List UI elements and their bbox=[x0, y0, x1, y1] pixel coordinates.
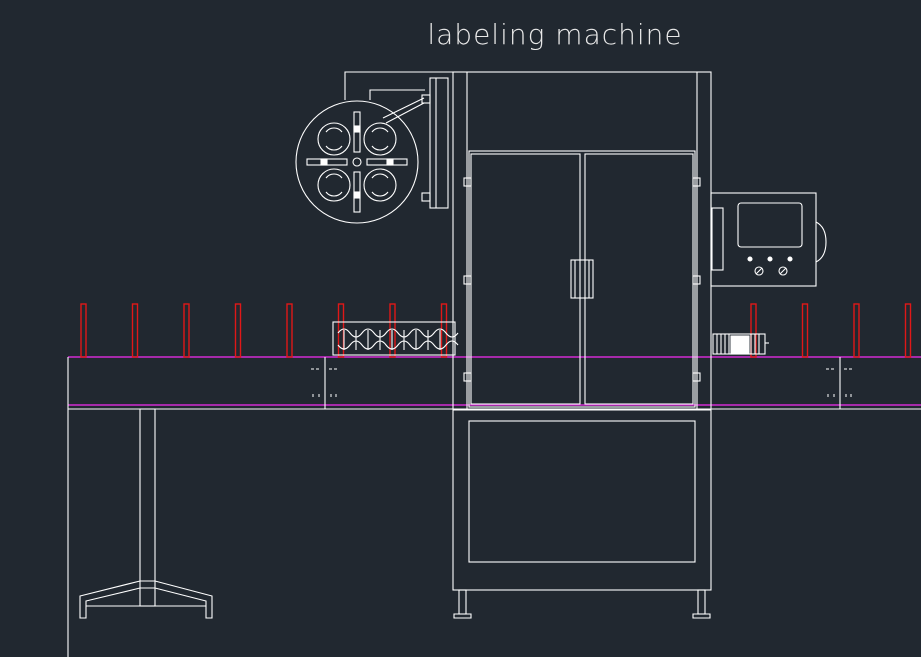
bottle-group bbox=[80, 303, 912, 358]
bottle bbox=[80, 303, 87, 358]
screw-feeder bbox=[332, 321, 459, 356]
label-roll-assembly bbox=[295, 71, 453, 224]
conveyor-leg bbox=[79, 408, 213, 619]
drawing-title: labeling machine bbox=[427, 18, 683, 51]
bottle bbox=[183, 303, 190, 358]
conveyor-table bbox=[67, 356, 921, 657]
output-brush bbox=[712, 333, 769, 355]
joint-marks bbox=[311, 368, 852, 397]
bottle bbox=[131, 303, 139, 358]
main-cabinet bbox=[452, 71, 712, 619]
bottle bbox=[440, 303, 448, 358]
bottle bbox=[750, 303, 757, 358]
bottle bbox=[234, 303, 242, 358]
bottle bbox=[801, 303, 809, 358]
bottle bbox=[286, 303, 293, 358]
bottle bbox=[904, 303, 912, 358]
control-panel bbox=[710, 192, 827, 287]
bottle bbox=[853, 303, 860, 358]
